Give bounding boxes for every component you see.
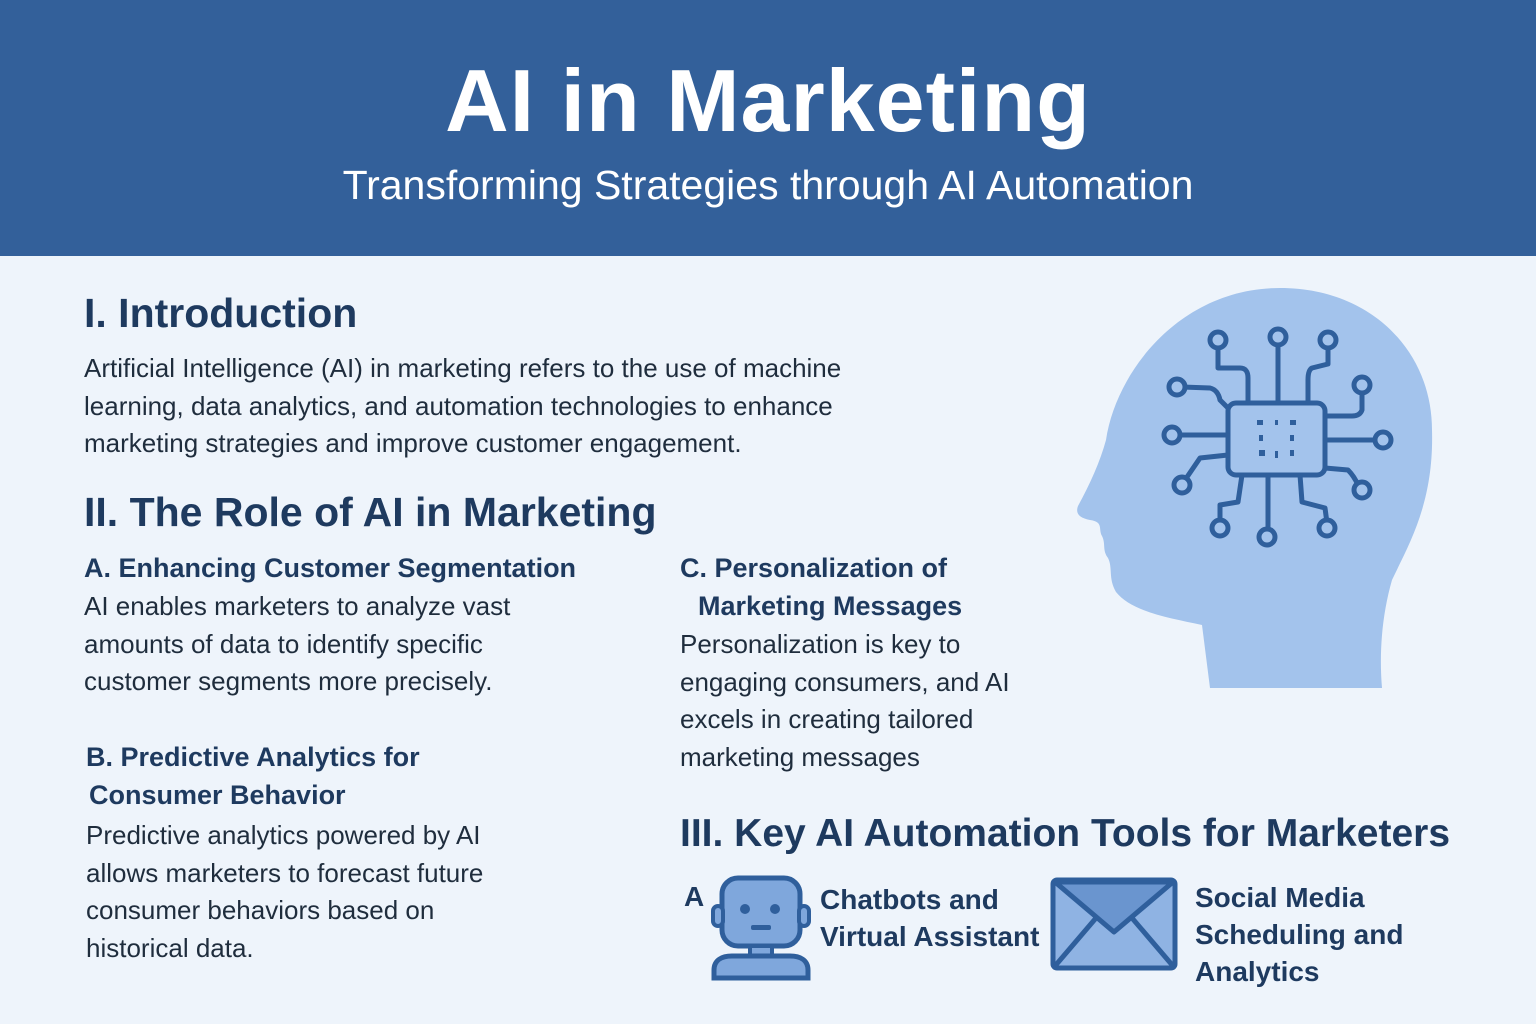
text-line: marketing messages: [680, 741, 920, 772]
heading-line: A. Enhancing Customer Segmentation: [84, 553, 577, 583]
head-circuit-icon: [1077, 288, 1433, 688]
text-line: allows marketers to forecast future: [86, 857, 484, 888]
text-line: marketing strategies and improve custome…: [84, 428, 742, 458]
text-line: customer segments more precisely.: [84, 666, 493, 696]
tools-marker: A: [684, 881, 705, 912]
circuit-lines: [1174, 339, 1381, 535]
chip-dots: [1257, 420, 1296, 458]
text-line: Virtual Assistant: [820, 921, 1040, 952]
page-title: AI in Marketing: [445, 51, 1091, 150]
text-line: learning, data analytics, and automation…: [84, 390, 833, 421]
intro-paragraph: Artificial Intelligence (AI) in marketin…: [84, 350, 841, 463]
section-a-body: AI enables marketers to analyze vast amo…: [84, 588, 510, 701]
text-line: Scheduling and: [1195, 919, 1404, 950]
header-banner: AI in Marketing Transforming Strategies …: [0, 0, 1536, 256]
text-line: Predictive analytics powered by AI: [86, 820, 481, 850]
text-line: engaging consumers, and AI: [680, 666, 1010, 697]
tools-heading: III. Key AI Automation Tools for Markete…: [680, 812, 1451, 855]
section-c-body: Personalization is key to engaging consu…: [680, 626, 1010, 776]
tool-chatbots-label: Chatbots and Virtual Assistant: [820, 881, 1039, 955]
role-heading: II. The Role of AI in Marketing: [84, 489, 657, 535]
tool-social-media-label: Social Media Scheduling and Analytics: [1195, 879, 1403, 990]
heading-line: C. Personalization of: [680, 553, 948, 583]
text-line: amounts of data to identify specific: [84, 628, 483, 659]
circuit-nodes: [1161, 326, 1394, 548]
text-line: Social Media: [1195, 882, 1365, 913]
heading-line: Marketing Messages: [698, 591, 963, 621]
text-line: Analytics: [1195, 956, 1320, 987]
page-subtitle: Transforming Strategies through AI Autom…: [342, 162, 1194, 208]
text-line: Artificial Intelligence (AI) in marketin…: [84, 353, 842, 383]
text-line: Personalization is key to: [680, 629, 961, 659]
section-b-body: Predictive analytics powered by AI allow…: [86, 817, 483, 967]
robot-icon: [711, 875, 811, 981]
head-silhouette: [1077, 288, 1433, 688]
section-a-heading: A. Enhancing Customer Segmentation: [84, 549, 576, 587]
intro-heading: I. Introduction: [84, 290, 358, 336]
heading-line: B. Predictive Analytics for: [86, 742, 420, 772]
heading-line: Consumer Behavior: [89, 780, 346, 810]
section-c-heading: C. Personalization of Marketing Messages: [680, 549, 962, 625]
envelope-icon: [1050, 877, 1178, 971]
text-line: Chatbots and: [820, 884, 999, 915]
text-line: historical data.: [86, 932, 254, 963]
section-b-heading: B. Predictive Analytics for Consumer Beh…: [86, 738, 420, 814]
text-line: excels in creating tailored: [680, 704, 974, 734]
text-line: AI enables marketers to analyze vast: [84, 591, 511, 621]
text-line: consumer behaviors based on: [86, 895, 435, 925]
